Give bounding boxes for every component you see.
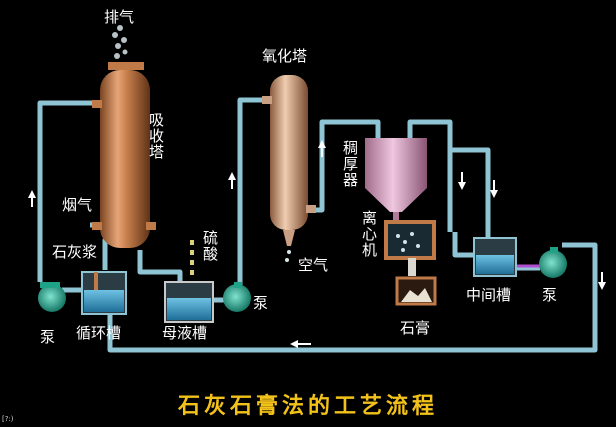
diagram-caption: 石灰石膏法的工艺流程 [177, 393, 438, 419]
arrow-down-3 [598, 282, 606, 290]
pipe-oxidation-thickener [310, 119, 381, 213]
pipe-centrifuge-return [452, 232, 475, 258]
pipe-return-bottom [107, 242, 598, 353]
pipe-overflow-intermediate [450, 147, 491, 240]
arrow-up-mid [228, 172, 236, 180]
arrow-down-1 [458, 182, 466, 190]
label-sulfuric-acid: 硫酸 [201, 230, 219, 262]
label-mother-liquor-tank: 母液槽 [162, 324, 208, 342]
pipe-pump-oxidation [237, 97, 268, 285]
label-absorber: 吸收塔 [147, 112, 165, 160]
label-pump-mid: 泵 [253, 294, 269, 312]
circulation-tank [81, 271, 127, 315]
label-air: 空气 [298, 256, 329, 274]
corner-mark: [?:) [2, 415, 14, 423]
pipe-recycle [37, 100, 98, 282]
centrifuge [384, 220, 436, 276]
air-bubbles [285, 250, 291, 262]
label-circulation-tank: 循环槽 [76, 324, 122, 342]
pump-left-graphic [38, 282, 66, 312]
oxidation-tower [262, 75, 316, 246]
pump-mid-graphic [223, 282, 251, 312]
arrow-up-ox [318, 140, 326, 148]
pipe-thickener-overflow [407, 119, 453, 232]
label-limestone-slurry: 石灰浆 [52, 243, 98, 261]
flow-arrows [28, 140, 606, 348]
label-intermediate-tank: 中间槽 [466, 286, 512, 304]
gypsum-box [395, 276, 437, 306]
label-oxidation-tower: 氧化塔 [262, 47, 308, 65]
label-exhaust: 排气 [104, 8, 135, 26]
label-thickener: 稠厚器 [341, 140, 359, 188]
arrow-down-2 [490, 190, 498, 198]
acid-drops [190, 240, 194, 275]
pipe-absorber-mlt [137, 250, 183, 285]
arrow-up-left [28, 190, 36, 198]
pipes [37, 97, 598, 353]
pump-right-graphic [539, 247, 567, 278]
label-gypsum: 石膏 [400, 319, 431, 337]
label-centrifuge: 离心机 [360, 210, 378, 258]
thickener [365, 138, 427, 226]
mother-liquor-tank [164, 281, 214, 323]
exhaust-smoke [112, 25, 128, 59]
label-pump-left: 泵 [40, 328, 56, 346]
arrow-left-bottom [290, 340, 298, 348]
intermediate-tank [473, 237, 517, 277]
absorber-tower [92, 62, 156, 248]
label-pump-right: 泵 [542, 286, 558, 304]
label-flue-gas: 烟气 [62, 196, 93, 214]
